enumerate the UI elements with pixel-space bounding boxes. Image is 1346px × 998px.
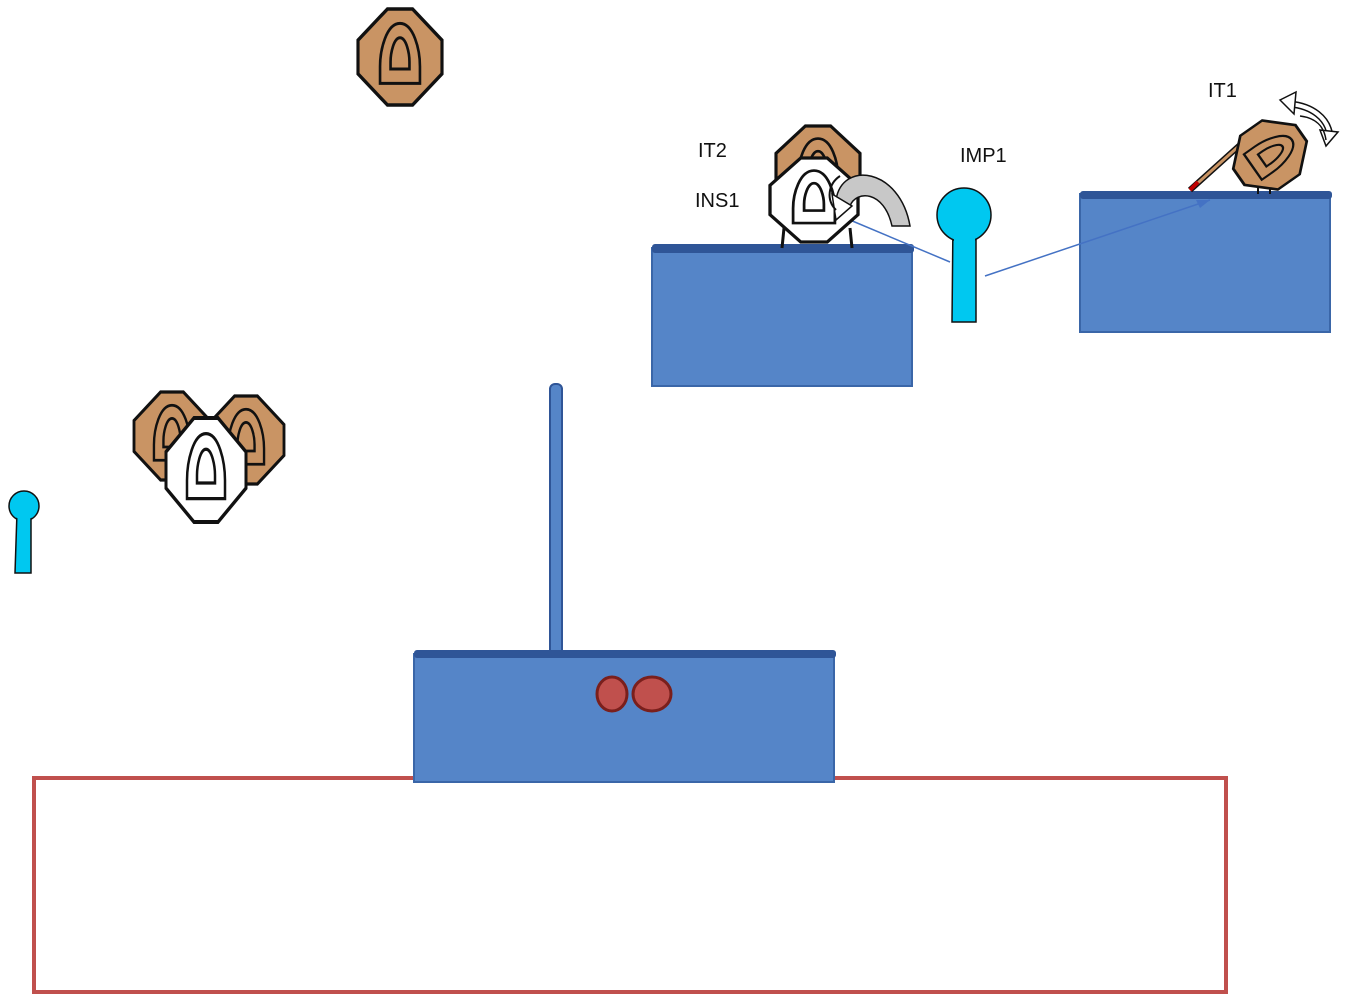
red-button-right <box>631 675 673 713</box>
label-it1: IT1 <box>1208 80 1237 102</box>
red-button-left <box>595 675 629 713</box>
label-ins1: INS1 <box>695 190 739 212</box>
target-stick-tip <box>1188 180 1200 192</box>
right-box <box>1079 191 1332 333</box>
middle-box <box>651 244 914 387</box>
popper-icon <box>936 187 992 323</box>
popper-icon <box>8 490 40 574</box>
label-imp1: IMP1 <box>960 145 1007 167</box>
swing-arrow-icon <box>1278 90 1340 148</box>
link-line-it1 <box>984 199 1211 277</box>
rotate-arrow-icon <box>828 174 911 227</box>
link-arrowhead <box>1196 200 1210 208</box>
center-box <box>413 650 836 783</box>
target-leg <box>848 227 854 249</box>
center-post <box>549 383 563 657</box>
target-leg <box>780 227 786 249</box>
link-line-ins1 <box>849 219 951 263</box>
label-it2: IT2 <box>698 140 727 162</box>
bottom-frame <box>32 776 1228 994</box>
target-icon <box>356 7 444 107</box>
